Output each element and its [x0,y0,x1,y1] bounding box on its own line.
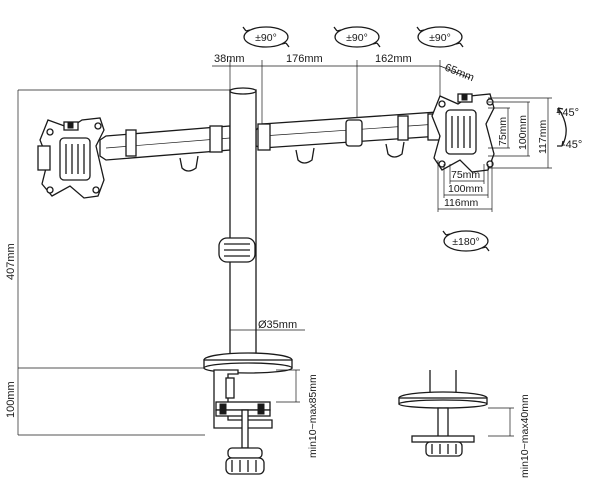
vesa-small-vertical-label: 75mm [497,117,509,146]
clamp-range-label: min10~max85mm [307,374,319,458]
tilt-down-label: -45° [562,139,582,151]
clamp-height-label: 100mm [5,381,17,418]
left-arm [99,125,231,172]
clamp-range-dimension [276,369,300,403]
c-clamp-base [203,352,293,475]
vesa-mid-horizontal-label: 100mm [448,183,483,195]
vesa-tall-label: 117mm [537,120,549,154]
right-vesa-plate [431,93,495,173]
pole-offset-label: 38mm [214,53,245,65]
left-vesa-plate [37,117,105,199]
pole-diameter-label: Ø35mm [258,319,297,331]
grommet-base [398,370,488,457]
rotate-indicator: ±180° [442,230,490,252]
swivel-label-1: ±90° [255,32,277,44]
swivel-indicator-3: ±90° [416,26,464,48]
grommet-range-dimension [488,407,514,437]
tilt-up-label: +45° [556,107,579,119]
swivel-indicator-1: ±90° [242,26,290,48]
vesa-vertical-dimensions [488,97,552,169]
right-arm [255,111,441,164]
swivel-indicator-2: ±90° [333,26,381,48]
vesa-large-label: 116mm [444,197,478,209]
arm-outer-label: 162mm [375,53,412,65]
vesa-mid-vertical-label: 100mm [517,115,529,150]
swivel-label-3: ±90° [429,32,451,44]
tilt-indicator [557,107,567,147]
arm-inner-label: 176mm [286,53,323,65]
vesa-small-horizontal-label: 75mm [451,169,480,181]
height-label: 407mm [5,243,17,280]
arm-end-label: 65mm [443,62,476,85]
swivel-label-2: ±90° [346,32,368,44]
rotate-label: ±180° [452,236,479,248]
grommet-range-label: min10~max40mm [519,394,531,478]
vesa-horizontal-dimensions [437,160,493,212]
height-dimension-line [17,89,230,436]
